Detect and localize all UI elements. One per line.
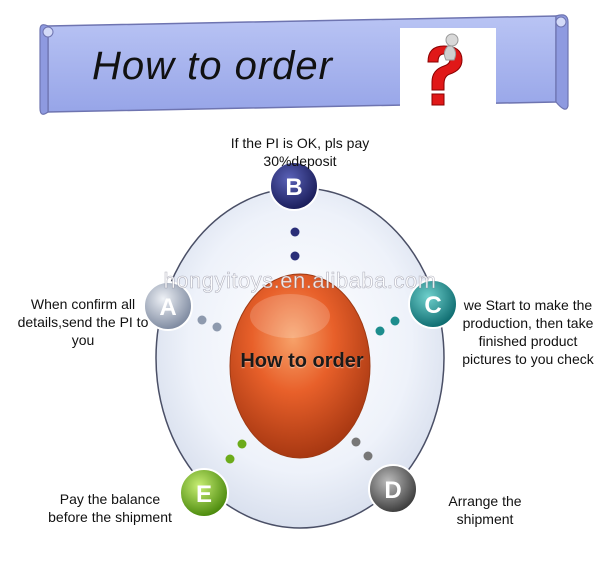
banner-left-curl <box>39 24 49 115</box>
step-letter-c: C <box>424 292 441 319</box>
connector-dots <box>197 227 400 464</box>
banner-right-curl <box>555 14 569 110</box>
step-circle-e: E <box>179 468 229 518</box>
figure-body <box>443 45 457 61</box>
step-description-a: When confirm all details,send the PI to … <box>17 296 149 348</box>
step-description-c: we Start to make the production, then ta… <box>462 297 594 367</box>
step-circle-b: B <box>269 161 319 211</box>
step-letter-a: A <box>159 294 176 321</box>
step-description-b: If the PI is OK, pls pay 30%deposit <box>230 135 370 169</box>
dot-a-1 <box>197 315 207 325</box>
dot-e-2 <box>225 454 235 464</box>
dot-b-2 <box>290 251 300 261</box>
dot-d-2 <box>363 451 373 461</box>
step-circle-c: C <box>408 279 458 329</box>
step-letter-d: D <box>384 477 401 504</box>
dot-c-2 <box>375 326 385 336</box>
step-circle-d: D <box>368 464 418 514</box>
dot-e-1 <box>237 439 247 449</box>
figure-head <box>445 33 459 47</box>
step-letter-e: E <box>196 481 212 508</box>
dot-a-2 <box>212 322 222 332</box>
step-circle-a: A <box>143 281 193 331</box>
banner-curl-knob-right <box>555 16 567 28</box>
banner-title: How to order <box>92 44 333 88</box>
center-oval-highlight <box>250 294 330 338</box>
banner-curl-knob-left <box>42 26 54 38</box>
center-label: How to order <box>240 350 364 372</box>
step-description-d: Arrange the shipment <box>448 493 522 527</box>
step-description-e: Pay the balance before the shipment <box>48 491 172 525</box>
dot-d-1 <box>351 437 361 447</box>
center-oval <box>229 273 371 459</box>
step-letter-b: B <box>285 174 302 201</box>
question-mark-figure-icon <box>400 28 496 110</box>
question-mark-dot <box>431 93 445 106</box>
dot-c-1 <box>390 316 400 326</box>
watermark-text: hongyitoys.en.alibaba.com <box>163 268 437 294</box>
dot-b-1 <box>290 227 300 237</box>
